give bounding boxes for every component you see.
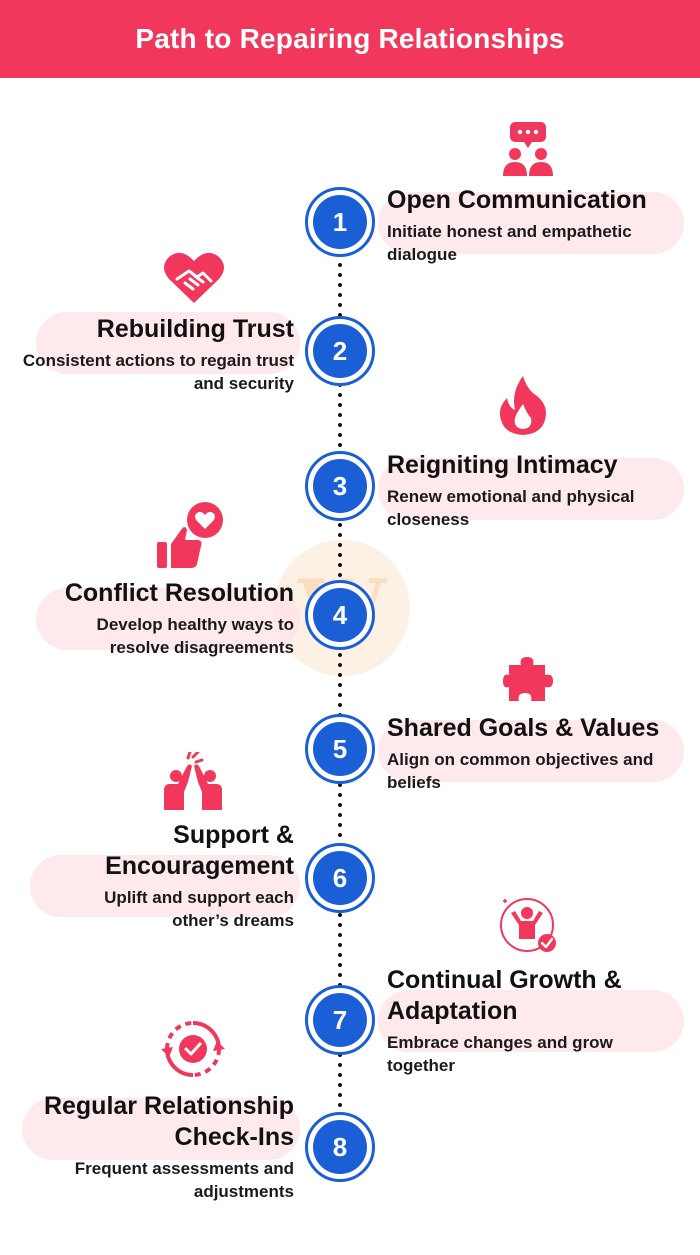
- step-5-highlight: [378, 720, 684, 782]
- step-2-number: 2: [313, 324, 367, 378]
- step-4: Conflict Resolution Develop healthy ways…: [4, 578, 294, 659]
- step-4-highlight: [36, 588, 300, 650]
- cycle-check-icon: [161, 1017, 225, 1081]
- step-8-circle: 8: [305, 1112, 375, 1182]
- step-1-title: Open Communication: [387, 186, 647, 214]
- step-7-description: Embrace changes and grow together: [387, 1033, 613, 1075]
- step-5-description: Align on common objectives and beliefs: [387, 750, 654, 792]
- step-3-circle: 3: [305, 451, 375, 521]
- step-8-number: 8: [313, 1120, 367, 1174]
- step-6-number: 6: [313, 851, 367, 905]
- step-6-title-line-2: Encouragement: [105, 852, 294, 880]
- step-8-description: Frequent assessments and adjustments: [74, 1159, 294, 1201]
- header-banner: Path to Repairing Relationships: [0, 0, 700, 78]
- growth-person-icon: [497, 895, 561, 957]
- step-5-title: Shared Goals & Values: [387, 714, 660, 742]
- step-3-highlight: [378, 458, 684, 520]
- step-3-description: Renew emotional and physical closeness: [387, 487, 635, 529]
- step-3-number: 3: [313, 459, 367, 513]
- step-2-circle: 2: [305, 316, 375, 386]
- chat-people-icon: [502, 122, 554, 178]
- flame-icon: [497, 376, 549, 436]
- step-6-description: Uplift and support each other’s dreams: [104, 888, 294, 930]
- step-5-circle: 5: [305, 714, 375, 784]
- page-title: Path to Repairing Relationships: [135, 23, 565, 54]
- step-6-title-line-1: Support &: [173, 821, 294, 849]
- step-4-circle: 4: [305, 580, 375, 650]
- step-7-number: 7: [313, 993, 367, 1047]
- step-8-title-line-1: Regular Relationship: [43, 1092, 294, 1120]
- step-5: Shared Goals & Values Align on common ob…: [387, 713, 687, 794]
- timeline-dotted-line: [336, 240, 344, 1120]
- step-4-description: Develop healthy ways to resolve disagree…: [96, 615, 294, 657]
- step-4-title: Conflict Resolution: [64, 579, 294, 607]
- step-2: Rebuilding Trust Consistent actions to r…: [4, 314, 294, 395]
- heart-handshake-icon: [163, 249, 225, 305]
- step-7-title-line-2: Adaptation: [387, 997, 518, 1025]
- step-6: Support & Encouragement Uplift and suppo…: [4, 820, 294, 932]
- step-3: Reigniting Intimacy Renew emotional and …: [387, 450, 687, 531]
- step-2-title: Rebuilding Trust: [96, 315, 294, 343]
- step-1-number: 1: [313, 195, 367, 249]
- step-1-highlight: [378, 192, 684, 254]
- step-5-number: 5: [313, 722, 367, 776]
- thumbs-up-heart-icon: [155, 502, 227, 570]
- step-1-circle: 1: [305, 187, 375, 257]
- step-7-title-line-1: Continual Growth &: [387, 966, 622, 994]
- step-8: Regular Relationship Check-Ins Frequent …: [0, 1091, 294, 1203]
- step-3-title: Reigniting Intimacy: [387, 451, 618, 479]
- step-6-highlight: [30, 855, 300, 917]
- step-7-circle: 7: [305, 985, 375, 1055]
- step-1-description: Initiate honest and empathetic dialogue: [387, 222, 632, 264]
- puzzle-piece-icon: [503, 655, 555, 703]
- high-five-icon: [160, 752, 226, 812]
- step-4-number: 4: [313, 588, 367, 642]
- step-2-description: Consistent actions to regain trust and s…: [22, 351, 294, 393]
- step-1: Open Communication Initiate honest and e…: [387, 185, 687, 266]
- step-2-highlight: [36, 312, 300, 374]
- step-8-highlight: [22, 1098, 300, 1160]
- step-7-highlight: [378, 990, 684, 1052]
- step-6-circle: 6: [305, 843, 375, 913]
- step-8-title-line-2: Check-Ins: [174, 1123, 294, 1151]
- step-7: Continual Growth & Adaptation Embrace ch…: [387, 965, 687, 1077]
